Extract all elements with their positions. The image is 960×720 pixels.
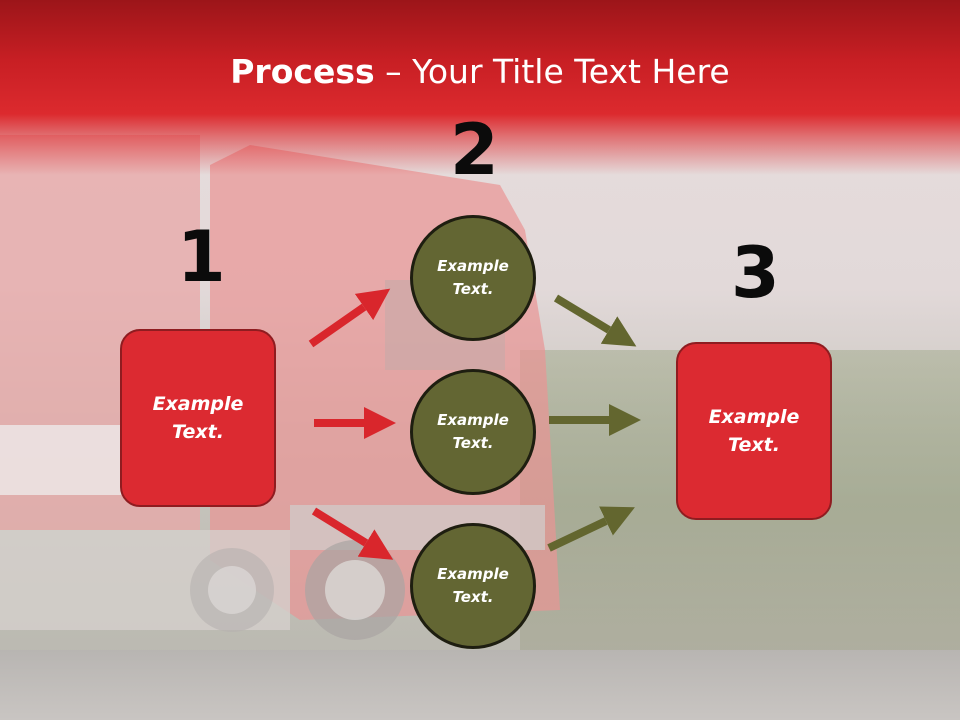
step-number-1: 1	[177, 216, 226, 298]
road	[0, 650, 960, 720]
right-process-box: Example Text.	[676, 342, 832, 520]
arrow-left-to-top	[308, 288, 391, 348]
left-box-text: Example Text.	[152, 392, 244, 444]
circle-node-top: Example Text.	[410, 215, 536, 341]
title-bold: Process	[230, 52, 375, 91]
title-rest: – Your Title Text Here	[374, 52, 730, 91]
circle-node-middle: Example Text.	[410, 369, 536, 495]
arrow-left-to-bottom	[311, 507, 394, 560]
circle-top-text: Example Text.	[437, 256, 509, 298]
slide-title: Process – Your Title Text Here	[0, 52, 960, 91]
right-box-text: Example Text.	[708, 405, 800, 457]
left-process-box: Example Text.	[120, 329, 276, 507]
arrow-top-to-right	[553, 294, 637, 347]
circle-bottom-text: Example Text.	[437, 564, 509, 606]
header-band	[0, 0, 960, 175]
step-number-2: 2	[450, 109, 499, 191]
arrow-bottom-to-right	[547, 506, 635, 552]
circle-node-bottom: Example Text.	[410, 523, 536, 649]
step-number-3: 3	[731, 232, 780, 314]
circle-middle-text: Example Text.	[437, 410, 509, 452]
